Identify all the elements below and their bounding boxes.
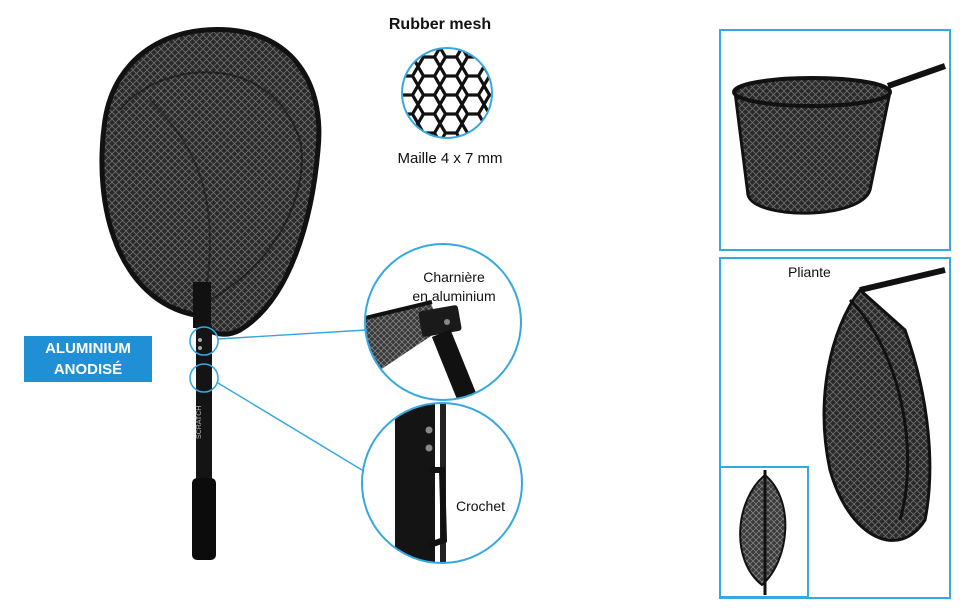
hinge-label-line-1: Charnière [423, 269, 485, 285]
hinge-connector [217, 329, 367, 340]
aluminium-badge: ALUMINIUM ANODISÉ [24, 336, 152, 382]
badge-line-2: ANODISÉ [53, 361, 123, 378]
folded-inset-panel [719, 466, 809, 598]
mesh-caption: Maille 4 x 7 mm [397, 150, 503, 167]
basket-view-panel [719, 29, 951, 251]
hinge-label-line-2: en aluminium [412, 288, 496, 304]
hinge-label: Charnière en aluminium [404, 268, 504, 306]
folding-view-panel [719, 257, 951, 599]
handle-brand-text: SCRATCH [196, 405, 203, 439]
hook-connector [217, 382, 363, 471]
hook-marker-circle [189, 363, 219, 393]
main-net [99, 26, 322, 337]
net-handle [192, 325, 216, 560]
hinge-zoom-circle [364, 243, 522, 401]
mesh-zoom-circle [401, 47, 493, 139]
hook-zoom-circle [361, 402, 523, 564]
mesh-title: Rubber mesh [388, 16, 492, 33]
folding-label: Pliante [788, 264, 831, 280]
hinge-marker-circle [189, 326, 219, 356]
hook-label: Crochet [456, 498, 506, 514]
badge-line-1: ALUMINIUM [45, 340, 131, 357]
